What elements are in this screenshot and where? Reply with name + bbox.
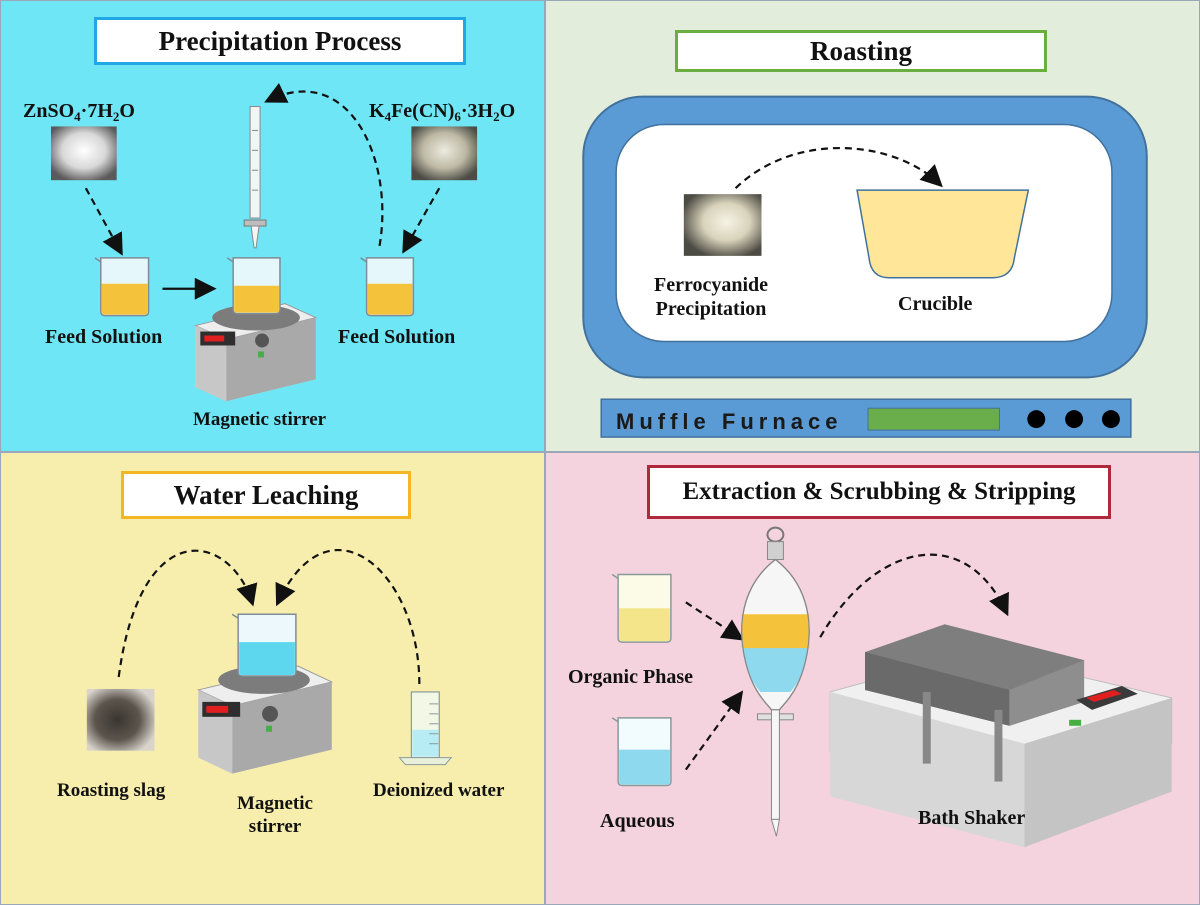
ferrocyanide-powder-image — [683, 194, 762, 256]
precipitation-title: Precipitation Process — [94, 17, 466, 65]
left-feed-beaker — [94, 257, 150, 317]
organic-phase-beaker — [611, 573, 672, 643]
extraction-title: Extraction & Scrubbing & Stripping — [647, 465, 1111, 519]
leaching-illustration — [86, 549, 453, 774]
furnace-knob-1 — [1027, 410, 1046, 429]
crucible-label: Crucible — [898, 293, 973, 315]
roasting-slag-image — [86, 688, 155, 751]
bath-shaker — [829, 624, 1173, 848]
leaching-beaker — [231, 613, 297, 677]
separatory-funnel — [741, 526, 810, 837]
magnetic-stirrer — [193, 303, 318, 402]
burette — [243, 106, 267, 249]
aqueous-beaker — [611, 717, 672, 787]
reaction-beaker — [226, 257, 281, 315]
right-feed-beaker — [360, 257, 415, 317]
leaching-stirrer-label: Magnetic stirrer — [237, 793, 313, 837]
furnace-knob-2 — [1065, 410, 1084, 429]
roasting-panel: Roasting Ferrocyanide Precipitation Cruc… — [545, 0, 1200, 452]
deionized-water-label: Deionized water — [373, 780, 505, 801]
ferrocyanide-label: Ferrocyanide Precipitation — [654, 274, 769, 320]
deionized-water-cylinder — [398, 691, 453, 766]
zinc-sulfate-powder-image — [50, 126, 117, 181]
roasting-illustration — [582, 95, 1148, 438]
roasting-title: Roasting — [675, 30, 1047, 72]
crucible — [856, 189, 1030, 279]
magnetic-stirrer-label: Magnetic stirrer — [193, 409, 327, 430]
feed-solution-left-label: Feed Solution — [45, 326, 163, 348]
leaching-title: Water Leaching — [121, 471, 411, 519]
bath-shaker-label: Bath Shaker — [918, 807, 1026, 829]
furnace-indicator-lamp — [867, 407, 1000, 431]
potassium-ferrocyanide-powder-image — [411, 126, 478, 181]
potassium-ferrocyanide-label: K4Fe(CN)6·3H2O — [369, 100, 516, 124]
feed-solution-right-label: Feed Solution — [338, 326, 456, 348]
extraction-panel: Extraction & Scrubbing & Stripping Organ… — [545, 452, 1200, 905]
leaching-panel: Water Leaching Roasting slag Magnetic st… — [0, 452, 545, 905]
muffle-furnace-label: Muffle Furnace — [616, 409, 843, 434]
leaching-magnetic-stirrer — [196, 665, 334, 774]
roasting-slag-label: Roasting slag — [57, 780, 166, 801]
aqueous-label: Aqueous — [600, 810, 675, 832]
zinc-sulfate-label: ZnSO4·7H2O — [23, 100, 135, 124]
precipitation-panel: Precipitation Process ZnSO4·7H2O K4Fe(CN… — [0, 0, 545, 452]
furnace-knob-3 — [1101, 410, 1120, 429]
organic-phase-label: Organic Phase — [568, 666, 693, 688]
precipitation-illustration — [50, 83, 478, 402]
extraction-illustration — [611, 526, 1173, 848]
